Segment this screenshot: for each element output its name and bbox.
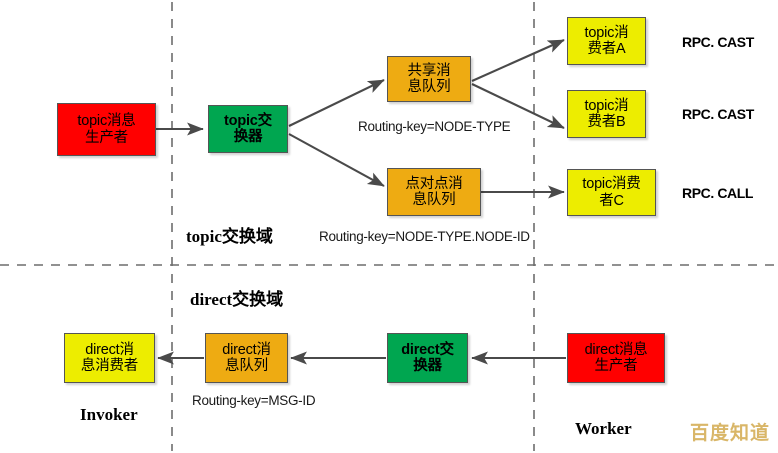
label-topic-exchange-domain: topic交换域 xyxy=(186,227,273,246)
label-rpc-cast-a: RPC. CAST xyxy=(682,34,754,50)
label-routing-key-node-type-node-id: Routing-key=NODE-TYPE.NODE-ID xyxy=(319,229,530,244)
node-topic-consumer-a-line1: topic消 xyxy=(584,24,629,41)
node-direct-exchange[interactable]: direct交 换器 xyxy=(387,333,468,383)
node-topic-consumer-b[interactable]: topic消 费者B xyxy=(567,90,646,138)
node-topic-exchange-line2: 换器 xyxy=(233,129,263,145)
node-shared-message-queue-line1: 共享消 xyxy=(407,62,451,79)
node-p2p-message-queue-line1: 点对点消 xyxy=(405,175,463,192)
label-rpc-cast-b: RPC. CAST xyxy=(682,106,754,122)
watermark-baidu-zhidao: 百度知道 xyxy=(689,423,770,444)
label-direct-exchange-domain: direct交换域 xyxy=(190,290,284,309)
node-topic-consumer-b-line1: topic消 xyxy=(584,97,629,114)
node-shared-message-queue-line2: 息队列 xyxy=(407,79,451,95)
node-topic-consumer-a-line2: 费者A xyxy=(587,41,626,57)
node-direct-message-queue-line2: 息队列 xyxy=(225,358,268,374)
node-shared-message-queue[interactable]: 共享消 息队列 xyxy=(387,56,471,102)
node-direct-producer-line2: 生产者 xyxy=(594,358,638,374)
node-topic-consumer-c[interactable]: topic消费 者C xyxy=(567,169,656,216)
node-topic-consumer-c-line1: topic消费 xyxy=(582,176,641,193)
node-topic-consumer-b-line2: 费者B xyxy=(587,114,626,130)
node-topic-exchange[interactable]: topic交 换器 xyxy=(208,105,288,153)
node-p2p-message-queue-line2: 息队列 xyxy=(412,192,456,208)
node-topic-producer-line1: topic消息 xyxy=(77,113,136,130)
label-routing-key-msg-id: Routing-key=MSG-ID xyxy=(192,393,316,408)
node-topic-exchange-line1: topic交 xyxy=(224,112,272,129)
node-direct-message-queue[interactable]: direct消 息队列 xyxy=(205,333,288,383)
node-direct-exchange-line1: direct交 xyxy=(401,341,454,358)
node-direct-consumer[interactable]: direct消 息消费者 xyxy=(64,333,155,383)
node-topic-consumer-a[interactable]: topic消 费者A xyxy=(567,17,646,65)
node-direct-exchange-line2: 换器 xyxy=(413,358,442,374)
node-direct-consumer-line1: direct消 xyxy=(85,341,134,358)
arrow-shared-queue-to-consumer-a xyxy=(471,39,565,82)
node-direct-consumer-line2: 息消费者 xyxy=(80,358,139,374)
node-direct-producer[interactable]: direct消息 生产者 xyxy=(567,333,665,383)
node-p2p-message-queue[interactable]: 点对点消 息队列 xyxy=(387,168,481,216)
label-invoker: Invoker xyxy=(80,405,138,424)
label-worker: Worker xyxy=(575,419,632,438)
label-rpc-call-c: RPC. CALL xyxy=(682,185,754,201)
arrow-exchange-to-p2p-queue xyxy=(288,133,385,187)
node-topic-producer-line2: 生产者 xyxy=(85,129,128,146)
label-routing-key-node-type: Routing-key=NODE-TYPE xyxy=(358,119,511,134)
node-topic-consumer-c-line2: 者C xyxy=(599,192,624,209)
node-direct-producer-line1: direct消息 xyxy=(584,341,648,358)
node-topic-producer[interactable]: topic消息 生产者 xyxy=(57,103,156,156)
node-direct-message-queue-line1: direct消 xyxy=(222,341,271,358)
